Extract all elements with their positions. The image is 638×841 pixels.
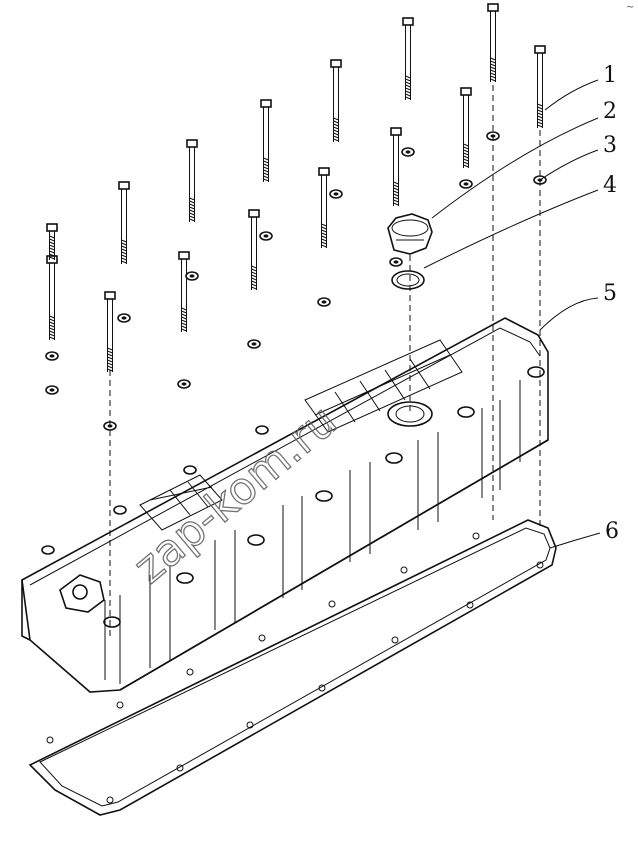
bolt	[46, 255, 58, 340]
bolt	[260, 99, 272, 182]
oil-filler-neck	[387, 401, 433, 427]
washer	[117, 313, 131, 323]
bolt	[534, 45, 546, 128]
washer	[185, 271, 199, 281]
bolt	[390, 127, 402, 206]
valve-cover-ribs	[104, 380, 521, 684]
bolt	[460, 87, 472, 168]
washer	[401, 147, 415, 157]
valve-cover-bosses	[41, 366, 545, 628]
bolt	[118, 181, 130, 264]
bolt	[330, 59, 342, 142]
callout-2: 2	[603, 99, 617, 124]
callout-4: 4	[603, 173, 617, 198]
breather-outlet	[59, 574, 105, 613]
washer	[259, 231, 273, 241]
oil-filler-cap	[387, 213, 433, 255]
corner-mark: ~	[626, 2, 634, 13]
washer	[177, 379, 191, 389]
bolt	[186, 139, 198, 222]
gasket-bolt-holes	[46, 532, 544, 804]
callout-3: 3	[603, 133, 617, 158]
bolt	[487, 3, 499, 82]
bolt	[402, 17, 414, 100]
callout-6: 6	[605, 519, 619, 544]
o-ring	[391, 270, 425, 290]
bolt	[46, 223, 58, 260]
washer	[317, 297, 331, 307]
bolt	[318, 167, 330, 248]
bolt	[248, 209, 260, 290]
callout-1: 1	[603, 63, 617, 88]
washer	[389, 257, 403, 267]
bolts	[45, 3, 547, 431]
valve-cover	[21, 317, 549, 693]
washer	[247, 339, 261, 349]
callout-5: 5	[603, 281, 617, 306]
washer	[459, 179, 473, 189]
baffle-grid-front	[139, 474, 223, 531]
bolt	[178, 251, 190, 332]
washer	[45, 385, 59, 395]
washer	[45, 351, 59, 361]
callout-leaders	[423, 79, 601, 549]
baffle-grid-rear	[304, 339, 463, 433]
gasket	[28, 519, 557, 816]
bolt	[104, 291, 116, 372]
washer	[329, 189, 343, 199]
